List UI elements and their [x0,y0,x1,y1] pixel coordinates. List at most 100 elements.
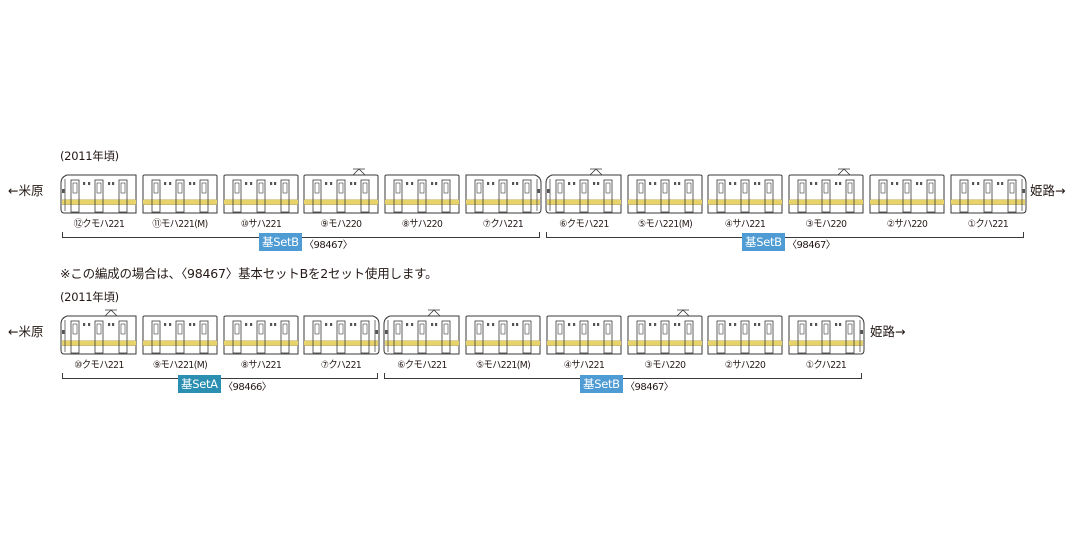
car-stripe [789,200,864,204]
car-marker [835,323,838,326]
car-body [303,315,380,355]
car-door [151,320,161,354]
car-marker [244,323,247,326]
car-door [441,179,451,213]
car-door [902,179,912,213]
car-door [845,179,855,213]
car-body [223,174,299,214]
car-door [360,320,370,354]
car-door [256,179,265,213]
car-marker [810,182,813,185]
car-label: ④サハ221 [563,360,605,371]
car-marker [492,323,495,326]
car-door [797,179,807,213]
pantograph-icon [676,309,689,317]
car-door [175,179,185,213]
car-stripe [466,200,540,204]
car-marker [673,323,676,326]
car-door [797,320,807,354]
car-label: ⑧サハ221 [240,360,281,371]
car-marker [839,323,842,326]
car-door [232,320,241,354]
car-stripe [223,341,298,345]
car-stripe [385,200,460,204]
car-stripe [546,341,621,345]
car-door [716,320,726,354]
car-marker [596,323,599,326]
car-marker [996,182,999,185]
train-car [465,174,542,214]
car-marker [406,323,409,326]
car-marker [431,323,434,326]
usage-note: ※この編成の場合は、〈98467〉基本セットBを2セット使用します。 [60,266,438,281]
formation2-right-direction: 姫路→ [870,324,906,339]
car-door [118,179,128,213]
formation2-set2-bracket [384,373,862,379]
car-door [983,179,993,213]
car-door [845,320,855,354]
car-stripe [142,200,217,204]
car-door [360,179,370,213]
car-marker [815,323,818,326]
formation2-set1-badge: 基SetA [178,375,221,393]
car-marker [673,182,676,185]
train-car [223,174,299,214]
car-body [223,315,299,355]
car-marker [677,323,680,326]
car-marker [516,182,519,185]
car-stripe [304,200,379,204]
car-marker [112,182,115,185]
car-door [70,320,80,354]
car-door [821,320,831,354]
car-door [232,179,241,213]
car-door [175,320,185,354]
car-marker [406,182,409,185]
car-marker [249,323,252,326]
car-marker [729,182,732,185]
car-stripe [789,341,864,345]
train-car [303,168,379,214]
car-body [788,315,865,355]
pantograph-icon [353,168,366,176]
car-door [764,179,774,213]
car-marker [354,323,357,326]
car-marker [269,182,272,185]
car-label: ⑪モハ221(M) [152,219,208,230]
train-car [223,315,299,355]
formation2-set2-badge: 基SetB [580,375,623,393]
car-marker [88,182,91,185]
car-marker [192,323,195,326]
car-stripe [62,200,136,204]
car-door [94,179,104,213]
car-label: ④サハ221 [725,219,766,230]
car-marker [971,182,974,185]
car-body [546,315,622,355]
car-stripe [950,200,1025,204]
car-door [522,179,532,213]
car-stripe [708,341,783,345]
formation1-set2-code: 〈98467〉 [787,240,836,251]
car-stripe [304,341,379,345]
train-car [707,315,783,355]
car-door [579,320,589,354]
car-label: ⑥クモハ221 [397,360,447,371]
car-marker [330,182,333,185]
car-body [950,174,1027,214]
car-marker [330,323,333,326]
train-car [60,309,137,355]
car-door [878,179,888,213]
car-marker [354,182,357,185]
car-marker [487,182,490,185]
train-car [627,174,703,214]
car-body [384,174,460,214]
car-label: ⑦クハ221 [482,219,524,230]
car-door [579,179,589,213]
car-door [70,179,80,213]
car-marker [411,182,414,185]
car-door [151,179,161,213]
formation1-set1-code: 〈98467〉 [304,240,353,251]
car-label: ⑦クハ221 [321,360,362,371]
car-label: ⑧サハ220 [401,219,443,230]
car-door [417,320,427,354]
car-door [118,320,128,354]
